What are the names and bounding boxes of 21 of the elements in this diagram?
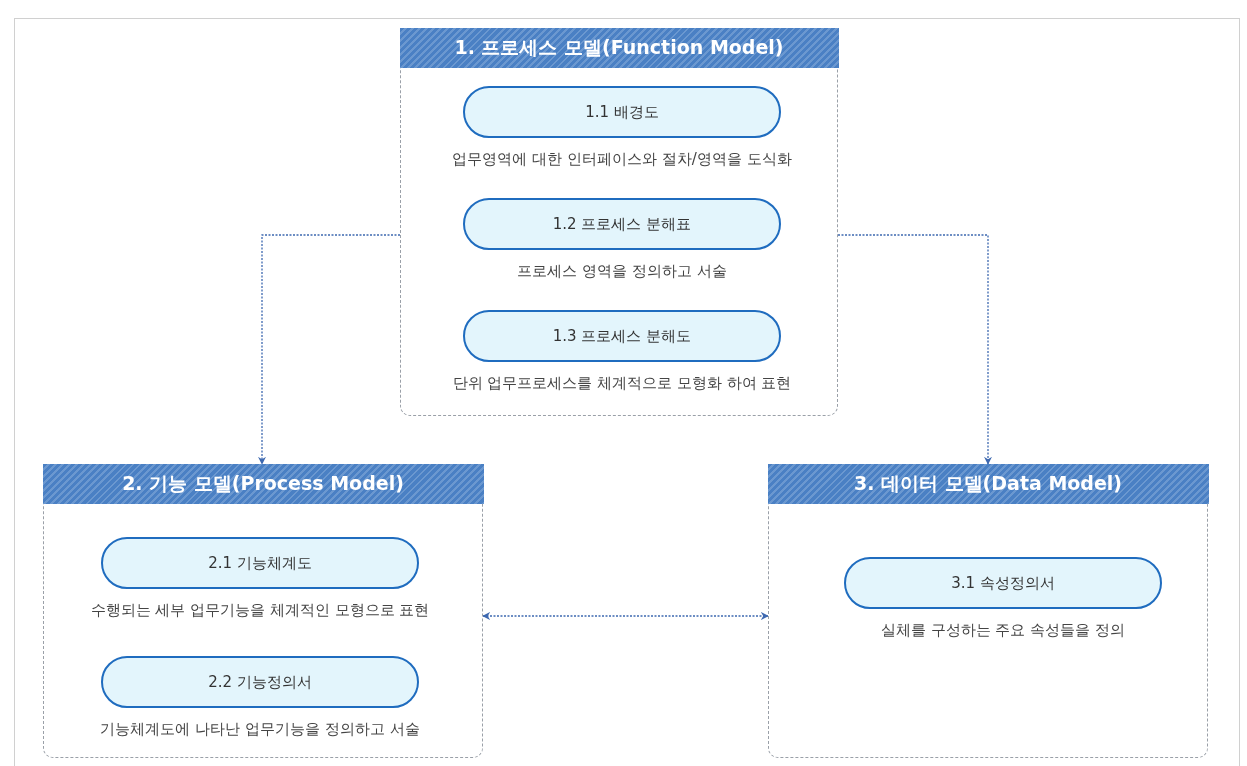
arrow xyxy=(258,234,401,465)
model-panel xyxy=(768,464,1208,758)
arrow xyxy=(837,234,992,465)
process-pill: 3.1 속성정의서 xyxy=(844,557,1162,609)
process-pill: 2.1 기능체계도 xyxy=(101,537,419,589)
process-pill: 1.3 프로세스 분해도 xyxy=(463,310,781,362)
description-text: 단위 업무프로세스를 체계적으로 모형화 하여 표현 xyxy=(452,374,792,393)
description-text: 수행되는 세부 업무기능을 체계적인 모형으로 표현 xyxy=(90,601,430,620)
description-text: 실체를 구성하는 주요 속성들을 정의 xyxy=(880,621,1126,640)
panel-header: 3. 데이터 모델(Data Model) xyxy=(767,463,1209,504)
process-pill: 2.2 기능정의서 xyxy=(101,656,419,708)
panel-header: 1. 프로세스 모델(Function Model) xyxy=(399,27,839,68)
model-panel xyxy=(400,28,838,416)
panel-header: 2. 기능 모델(Process Model) xyxy=(42,463,484,504)
process-pill: 1.2 프로세스 분해표 xyxy=(463,198,781,250)
description-text: 프로세스 영역을 정의하고 서술 xyxy=(517,262,727,281)
arrow xyxy=(482,612,769,620)
process-pill: 1.1 배경도 xyxy=(463,86,781,138)
model-panel xyxy=(43,464,483,758)
description-text: 기능체계도에 나타난 업무기능을 정의하고 서술 xyxy=(100,720,420,739)
description-text: 업무영역에 대한 인터페이스와 절차/영역을 도식화 xyxy=(452,150,792,169)
